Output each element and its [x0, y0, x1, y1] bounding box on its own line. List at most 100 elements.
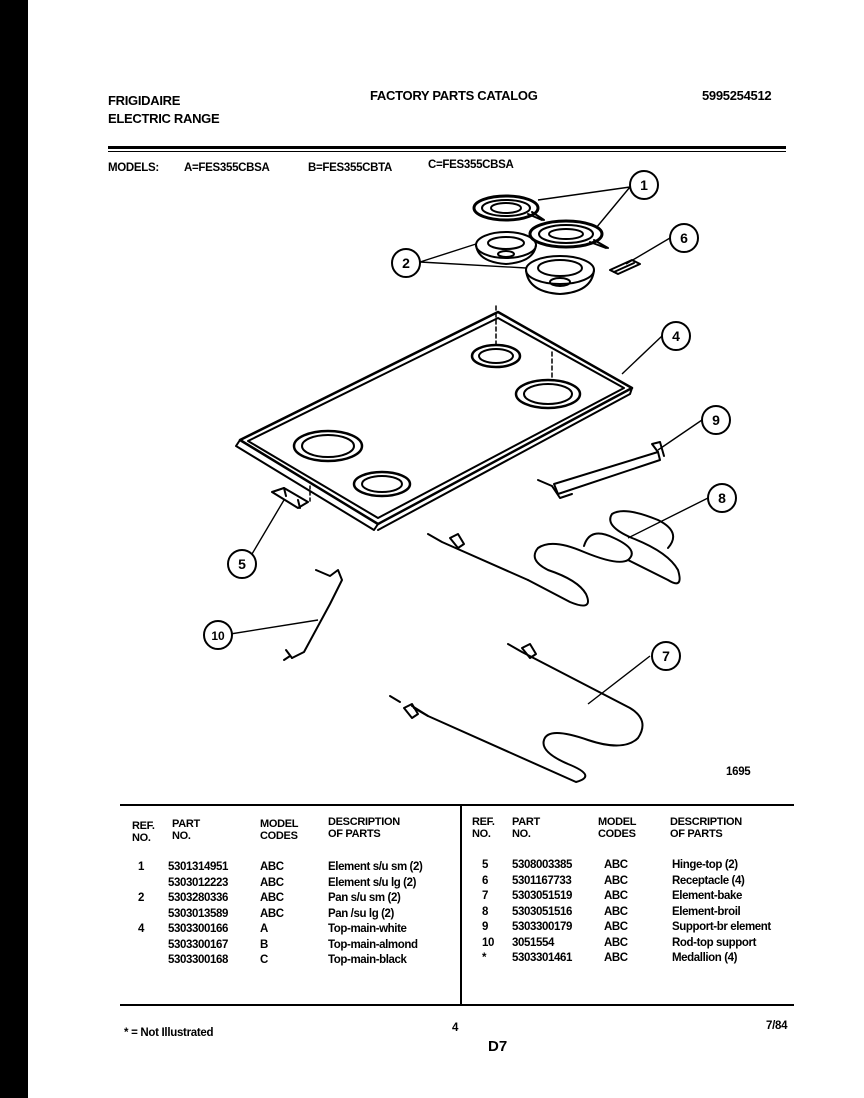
not-illustrated-note: * = Not Illustrated: [124, 1027, 214, 1039]
header-part-no: PART NO.: [172, 818, 200, 842]
description-cell: Element s/u sm (2): [328, 861, 423, 873]
model-codes-cell: ABC: [260, 861, 284, 873]
callout-10-label: 10: [211, 629, 225, 643]
description-cell: Medallion (4): [672, 952, 738, 964]
model-a: A=FES355CBSA: [184, 162, 270, 174]
model-codes-cell: ABC: [604, 874, 628, 887]
header-description: DESCRIPTION OF PARTS: [328, 816, 400, 840]
part-no-cell: 5303300167: [168, 938, 228, 951]
drip-pan-large: [525, 255, 595, 295]
callout-9: [701, 405, 731, 435]
revision-date: 7/84: [766, 1020, 788, 1032]
ref-no-cell: 6: [482, 874, 488, 887]
catalog-title: FACTORY PARTS CATALOG: [370, 88, 538, 103]
part-no-cell: 5303300166: [168, 923, 228, 935]
model-codes-cell: ABC: [260, 876, 284, 889]
product-name: ELECTRIC RANGE: [108, 111, 220, 126]
description-cell: Top-main-white: [328, 923, 407, 935]
header-part-no-right: PART NO.: [512, 816, 540, 840]
ref-no-cell: 10: [482, 936, 494, 949]
page-number: 4: [452, 1022, 459, 1034]
part-no-cell: 5301314951: [168, 861, 228, 873]
callout-7-label: 7: [662, 648, 670, 664]
section-code: D7: [488, 1038, 508, 1055]
description-cell: Receptacle (4): [672, 874, 745, 887]
broil-element: [427, 510, 681, 607]
ref-no-cell: 5: [482, 859, 488, 871]
part-no-cell: 5303013589: [168, 907, 228, 920]
description-cell: Pan /su lg (2): [328, 907, 394, 920]
callout-8-label: 8: [718, 490, 726, 506]
model-b: B=FES355CBTA: [308, 162, 393, 174]
ref-no-cell: 2: [138, 892, 144, 904]
part-no-cell: 5303300168: [168, 954, 228, 966]
table-bottom-rule: [120, 1004, 794, 1006]
callout-2: [391, 248, 421, 278]
description-cell: Pan s/u sm (2): [328, 892, 401, 904]
callout-5: [227, 549, 257, 579]
callout-6: [669, 223, 699, 253]
callout-2-label: 2: [402, 255, 410, 271]
brand-name: FRIGIDAIRE: [108, 93, 181, 108]
part-no-cell: 5303280336: [168, 892, 228, 904]
hinge-top-part: [271, 485, 311, 509]
receptacle-part: [609, 259, 641, 275]
models-label: MODELS:: [108, 162, 159, 174]
description-cell: Element-broil: [672, 905, 741, 918]
figure-number: 1695: [726, 766, 751, 778]
drip-pan-small: [475, 231, 537, 265]
ref-no-cell: 9: [482, 921, 488, 933]
table-row: 4 5303300166 A Top-main-white: [28, 923, 864, 938]
description-cell: Support-br element: [672, 921, 771, 933]
model-c: C=FES355CBSA: [428, 159, 514, 171]
ref-no-cell: *: [482, 952, 487, 964]
model-codes-cell: ABC: [260, 892, 284, 904]
header-model-codes: MODEL CODES: [260, 818, 299, 842]
callout-4-label: 4: [672, 328, 680, 344]
broil-element-support: [537, 441, 665, 499]
part-no-cell: 5303051516: [512, 905, 572, 918]
part-no-cell: 5303051519: [512, 890, 572, 902]
ref-no-cell: 4: [138, 923, 144, 935]
callout-7: [651, 641, 681, 671]
description-cell: Top-main-almond: [328, 938, 418, 951]
top-support-rod: [283, 569, 343, 661]
parts-catalog-page: FRIGIDAIRE ELECTRIC RANGE FACTORY PARTS …: [28, 0, 864, 1098]
model-codes-cell: A: [260, 923, 268, 935]
callout-10: [203, 620, 233, 650]
part-no-cell: 3051554: [512, 936, 554, 949]
callout-6-label: 6: [680, 230, 688, 246]
model-codes-cell: B: [260, 938, 268, 951]
header-description-right: DESCRIPTION OF PARTS: [670, 816, 742, 840]
description-cell: Rod-top support: [672, 936, 757, 949]
table-row: 2 5303280336 ABC Pan s/u sm (2): [28, 892, 864, 907]
main-top-panel: [235, 305, 634, 531]
description-cell: Top-main-black: [328, 954, 407, 966]
part-no-cell: 5303301461: [512, 952, 572, 964]
ref-no-cell: 7: [482, 890, 488, 902]
catalog-number: 5995254512: [702, 88, 772, 103]
callout-5-label: 5: [238, 556, 246, 572]
model-codes-cell: ABC: [604, 890, 628, 902]
table-row: * 5303301461 ABC Medallion (4): [28, 952, 864, 967]
callout-1-label: 1: [640, 177, 648, 193]
part-no-cell: 5301167733: [512, 874, 572, 887]
table-top-rule: [120, 804, 794, 806]
model-codes-cell: ABC: [604, 952, 628, 964]
part-no-cell: 5303012223: [168, 876, 228, 889]
header-rule: [108, 146, 786, 149]
header-rule-thin: [108, 151, 786, 152]
callout-1: [629, 170, 659, 200]
header-ref-no-right: REF. NO.: [472, 816, 495, 840]
exploded-parts-diagram: 1 2 4 5 6 7 8 9 10: [203, 170, 737, 783]
model-codes-cell: ABC: [604, 921, 628, 933]
part-no-cell: 5308003385: [512, 859, 572, 871]
ref-no-cell: 8: [482, 905, 488, 918]
